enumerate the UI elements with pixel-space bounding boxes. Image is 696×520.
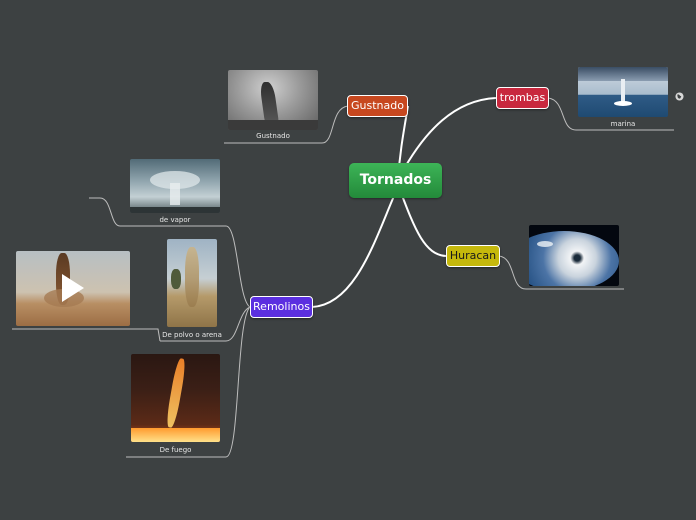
- connector-trombas: [399, 97, 497, 177]
- central-topic-tornados[interactable]: Tornados: [349, 163, 442, 198]
- caption-marina: marina: [610, 120, 636, 128]
- subconnector-fuego: [126, 306, 251, 458]
- caption-vapor: de vapor: [159, 216, 191, 224]
- topic-remolinos[interactable]: Remolinos: [250, 296, 313, 318]
- image-polvo[interactable]: [167, 239, 217, 327]
- topic-gustnado[interactable]: Gustnado: [347, 95, 408, 117]
- connector-remolinos: [311, 195, 395, 308]
- subconnector-polvo: [160, 306, 251, 342]
- image-marina[interactable]: [578, 67, 668, 117]
- caption-polvo: De polvo o arena: [162, 331, 222, 339]
- play-icon[interactable]: [62, 274, 84, 302]
- subconnector-huracan: [498, 255, 624, 290]
- topic-trombas[interactable]: trombas: [496, 87, 549, 109]
- caption-fuego: De fuego: [159, 446, 192, 454]
- subconnector-vapor: [89, 197, 251, 308]
- subconnector-video: [12, 328, 161, 342]
- image-vapor[interactable]: [130, 159, 220, 213]
- subconnector-gustnado: [224, 105, 349, 144]
- globe-icon[interactable]: [675, 92, 684, 101]
- subconnector-marina: [547, 97, 674, 131]
- image-fuego[interactable]: [131, 354, 220, 442]
- connector-huracan: [399, 189, 447, 257]
- image-gustnado[interactable]: [228, 70, 318, 130]
- image-huracan[interactable]: [529, 225, 619, 286]
- topic-huracan[interactable]: Huracan: [446, 245, 500, 267]
- caption-gustnado: Gustnado: [256, 132, 290, 140]
